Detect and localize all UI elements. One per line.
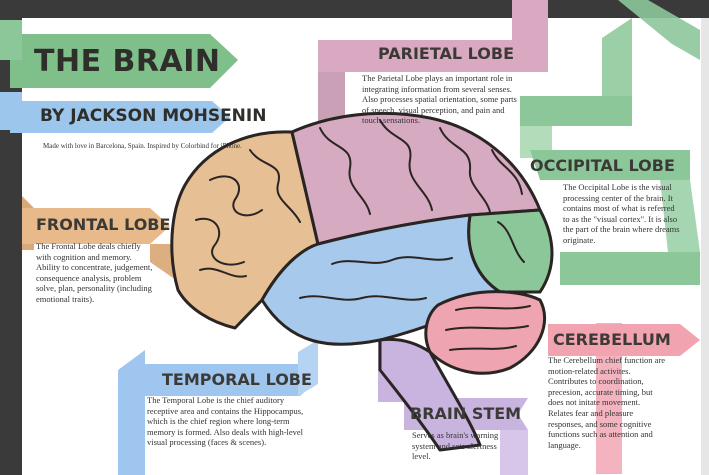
top-frame-bar — [0, 0, 709, 18]
brain-folds — [195, 119, 531, 351]
brain-stem-label: BRAIN STEM — [410, 404, 522, 423]
frontal-lobe-text: The Frontal Lobe deals chiefly with cogn… — [36, 241, 153, 304]
page-title: THE BRAIN — [34, 44, 221, 79]
parietal-lobe-text: The Parietal Lobe plays an important rol… — [362, 73, 517, 126]
temporal-ribbon — [118, 340, 318, 475]
temporal-lobe-text: The Temporal Lobe is the chief auditory … — [147, 395, 304, 448]
parietal-lobe-label: PARIETAL LOBE — [378, 44, 515, 63]
cerebellum-label: CEREBELLUM — [553, 330, 671, 349]
stripe-accent — [0, 20, 22, 130]
occipital-lobe-label: OCCIPITAL LOBE — [530, 156, 675, 175]
title-ribbon — [10, 34, 238, 88]
cerebellum-text: The Cerebellum chief function are motion… — [548, 355, 666, 450]
occipital-ribbon — [520, 0, 700, 285]
brain-stem — [378, 337, 482, 452]
frontal-lobe-label: FRONTAL LOBE — [36, 215, 171, 234]
author-ribbon — [10, 101, 230, 133]
temporal-lobe-label: TEMPORAL LOBE — [162, 370, 312, 389]
occipital-lobe-text: The Occipital Lobe is the visual process… — [563, 182, 680, 245]
right-shadow — [701, 18, 709, 475]
brain-illustration — [170, 111, 554, 452]
frontal-ribbon — [22, 196, 176, 280]
cerebellum — [424, 290, 546, 375]
credit-text: Made with love in Barcelona, Spain. Insp… — [43, 142, 242, 150]
brain-stem-text: Serves as brain's warning system and set… — [412, 430, 499, 462]
cerebellum-ribbon — [548, 323, 700, 474]
author-label: BY JACKSON MOHSENIN — [40, 106, 267, 126]
